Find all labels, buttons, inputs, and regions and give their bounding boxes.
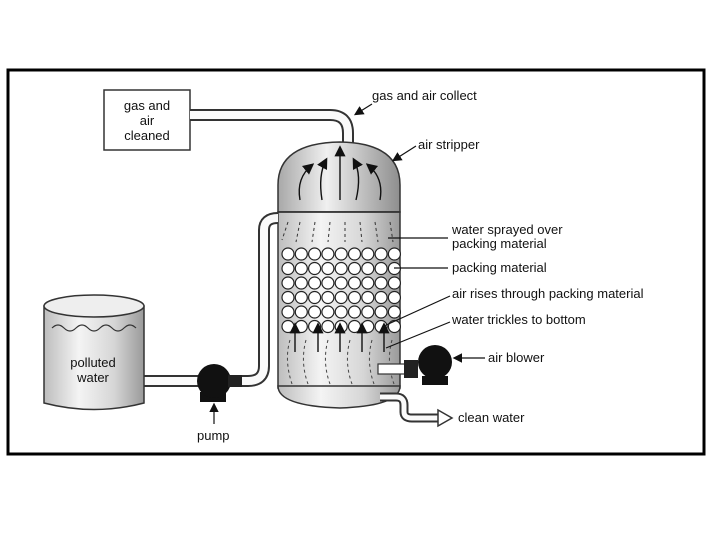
packing-ring — [334, 247, 348, 261]
packing-ring — [374, 276, 388, 290]
packing-ring — [374, 290, 388, 305]
packing-label: packing material — [452, 260, 547, 275]
pump-label: pump — [197, 428, 230, 443]
packing-ring — [308, 276, 322, 290]
gas-collect-pointer — [353, 103, 373, 116]
packing-ring — [281, 319, 295, 334]
packing-ring — [321, 261, 335, 276]
polluted-water-pipe-inner — [143, 214, 279, 385]
packing-ring — [361, 247, 375, 261]
polluted-water-text-1: polluted — [70, 355, 116, 370]
packing-ring — [387, 247, 401, 261]
packing-ring — [294, 261, 308, 276]
packing-ring — [361, 261, 375, 276]
packing-ring — [321, 305, 335, 319]
gas-collect-label: gas and air collect — [372, 88, 477, 103]
air-rises-pointer — [383, 295, 451, 327]
trickles-pointer — [385, 321, 451, 349]
packing-ring — [361, 276, 375, 290]
clean-water-pipe-inner — [380, 394, 438, 421]
top-exhaust-pipe-inner — [190, 111, 352, 148]
gas-cleaned-text-1: gas and — [124, 98, 170, 113]
packing-ring — [294, 319, 308, 334]
packing-ring — [347, 261, 362, 276]
packing-ring — [334, 276, 348, 290]
gas-cleaned-text-2: air — [140, 113, 155, 128]
packing-ring — [347, 247, 362, 261]
stripper-dome — [277, 141, 401, 213]
packing-ring — [294, 247, 308, 261]
packing-ring — [308, 247, 322, 261]
packing-ring — [387, 305, 401, 319]
dome-airflow-arrows — [298, 145, 382, 201]
polluted-water-text-2: water — [76, 370, 109, 385]
packing-ring — [294, 305, 308, 319]
packing-ring — [347, 305, 362, 319]
packing-ring — [321, 247, 335, 261]
packing-ring — [387, 276, 401, 290]
air-stripper-pointer — [391, 145, 417, 162]
pump-icon — [197, 364, 242, 402]
packing-ring — [308, 261, 322, 276]
packing-ring — [281, 276, 295, 290]
packing-ring — [334, 305, 348, 319]
sprayed-label-1: water sprayed over — [451, 222, 563, 237]
clean-water-arrow-icon — [437, 408, 454, 428]
sprayed-label-2: packing material — [452, 236, 547, 251]
air-blower-label: air blower — [488, 350, 545, 365]
gas-cleaned-box — [103, 89, 191, 151]
clean-water-pipe — [380, 392, 438, 423]
packing-ring — [374, 305, 388, 319]
packing-ring — [308, 305, 322, 319]
packing-ring — [281, 247, 295, 261]
gas-cleaned-text-3: cleaned — [124, 128, 170, 143]
clean-water-label: clean water — [458, 410, 525, 425]
packing-ring — [374, 319, 388, 334]
packing-ring — [387, 319, 401, 334]
packing-ring — [361, 290, 375, 305]
packing-ring — [281, 290, 295, 305]
packing-ring — [347, 319, 362, 334]
packing-ring — [281, 305, 295, 319]
packing-ring — [387, 290, 401, 305]
polluted-water-tank — [43, 294, 145, 411]
packing-ring — [321, 290, 335, 305]
air-rises-label: air rises through packing material — [452, 286, 644, 301]
packing-ring — [361, 305, 375, 319]
air-stripper-label: air stripper — [418, 137, 480, 152]
packing-ring — [347, 290, 362, 305]
packing-ring — [294, 276, 308, 290]
packing-ring — [308, 319, 322, 334]
trickles-label: water trickles to bottom — [451, 312, 586, 327]
packing-ring — [321, 319, 335, 334]
packing-ring — [374, 247, 388, 261]
packing-ring — [334, 290, 348, 305]
packing-ring — [294, 290, 308, 305]
packing-ring — [334, 319, 348, 334]
diagram-frame — [6, 68, 706, 456]
packing-ring — [374, 261, 388, 276]
air-blower-icon — [377, 345, 452, 385]
packing-ring — [347, 276, 362, 290]
packing-ring — [281, 261, 295, 276]
packing-ring — [334, 261, 348, 276]
packing-ring — [321, 276, 335, 290]
packing-ring — [361, 319, 375, 334]
air-rising-arrows — [289, 322, 390, 352]
polluted-water-pipe — [143, 212, 279, 387]
packing-ring — [308, 290, 322, 305]
